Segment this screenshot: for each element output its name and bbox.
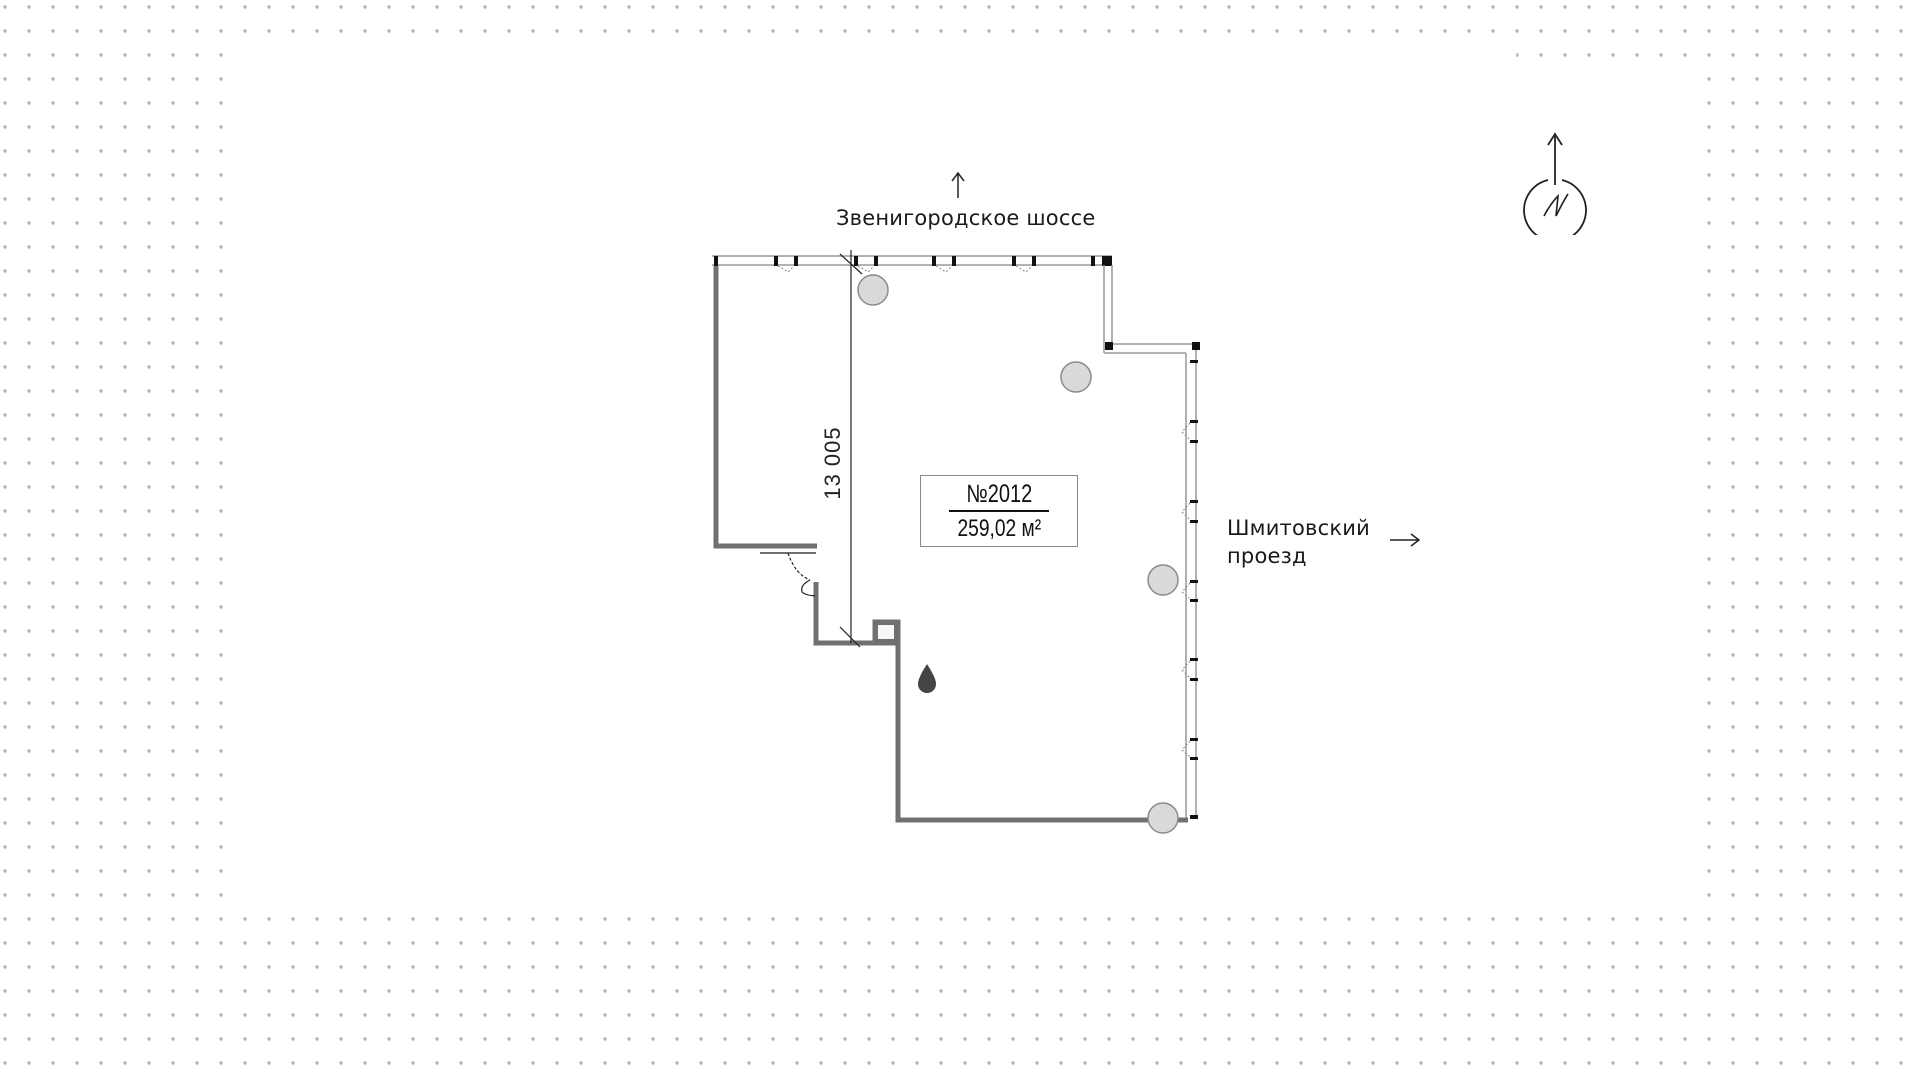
unit-area: 259,02 м² [957,515,1041,542]
dimension-line [839,250,863,648]
entrance-door [760,552,816,597]
arrow-right-icon [1390,533,1421,547]
street-east-label: Шмитовский проезд [1227,514,1370,570]
north-window-marks [714,256,1095,266]
column-icon [857,274,889,306]
shaft [876,623,896,641]
column-icon [1060,361,1092,393]
drawing-area-top-extension [226,40,1516,70]
dimension-label: 13 005 [820,426,845,500]
column-icon [1147,802,1179,834]
unit-number: №2012 [966,480,1032,508]
east-window-swings [1181,422,1191,758]
east-notch-facade [1103,265,1196,354]
street-east-line2: проезд [1227,544,1307,568]
street-east-line1: Шмитовский [1227,516,1370,540]
interior-walls [713,266,1188,823]
water-drop-icon [918,664,936,693]
east-window-marks [1190,360,1198,819]
unit-label[interactable]: №2012 259,02 м² [920,475,1078,547]
north-window-swings [777,265,1033,273]
column-icon [1147,564,1179,596]
street-north-label: Звенигородское шоссе [836,206,1096,230]
unit-label-divider [949,510,1049,512]
north-compass-icon [1523,132,1587,235]
north-facade-glazing [712,255,1112,266]
arrow-up-icon [951,171,965,198]
structural-columns [857,274,1179,834]
